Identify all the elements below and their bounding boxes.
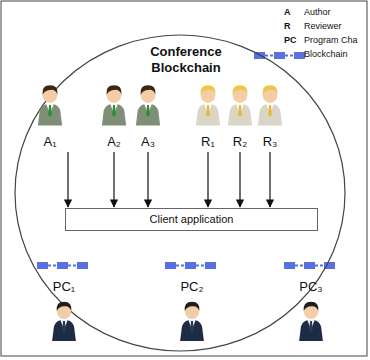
- person-icon: [50, 299, 78, 341]
- arrow-connector: [147, 152, 148, 207]
- legend-key-letter: R: [284, 21, 291, 32]
- person-icon: [36, 82, 64, 126]
- arrow-connector: [207, 152, 208, 207]
- author-figure: A₂: [95, 82, 133, 150]
- legend-key-letter: PC: [284, 35, 297, 46]
- client-application-box: Client application: [65, 208, 318, 231]
- reviewer-figure: R₂: [221, 82, 259, 150]
- blockchain-symbols: [37, 52, 335, 269]
- node-text: PC₂: [170, 279, 214, 295]
- node-text: R₃: [251, 134, 289, 150]
- node-text: A₂: [95, 134, 133, 150]
- arrow-connector: [67, 152, 68, 207]
- legend-text: Reviewer: [304, 21, 342, 32]
- node-text: R₁: [189, 134, 227, 150]
- program-chair-figure: PC₁: [42, 279, 86, 341]
- author-figure: A₃: [129, 82, 167, 150]
- conference-circle: Conference BlockchainA₁ A₂A₃ R₁R₂R₃ Client …: [14, 34, 346, 352]
- legend-text: Program Cha: [304, 35, 358, 46]
- reviewer-figure: R₁: [189, 82, 227, 150]
- program-chair-figure: PC₃: [289, 279, 333, 341]
- outer-frame: [1, 1, 367, 356]
- legend-text: Blockchain: [304, 49, 348, 60]
- reviewer-figure: R₃: [251, 82, 289, 150]
- node-text: PC₁: [42, 279, 86, 295]
- node-text: R₂: [221, 134, 259, 150]
- node-text: A₁: [31, 134, 69, 150]
- arrow-connector: [269, 152, 270, 207]
- program-chair-figure: PC₂: [170, 279, 214, 341]
- person-icon: [226, 82, 254, 126]
- legend-text: Author: [304, 7, 331, 18]
- person-icon: [134, 82, 162, 126]
- legend-key-letter: A: [284, 7, 291, 18]
- arrow-connector: [113, 152, 114, 207]
- diagram-title: Conference Blockchain: [126, 44, 246, 76]
- person-icon: [194, 82, 222, 126]
- person-icon: [100, 82, 128, 126]
- author-figure: A₁: [31, 82, 69, 150]
- person-icon: [178, 299, 206, 341]
- person-icon: [256, 82, 284, 126]
- arrow-connector: [239, 152, 240, 207]
- node-text: A₃: [129, 134, 167, 150]
- node-text: PC₃: [289, 279, 333, 295]
- node-text: Client application: [72, 213, 311, 226]
- person-icon: [297, 299, 325, 341]
